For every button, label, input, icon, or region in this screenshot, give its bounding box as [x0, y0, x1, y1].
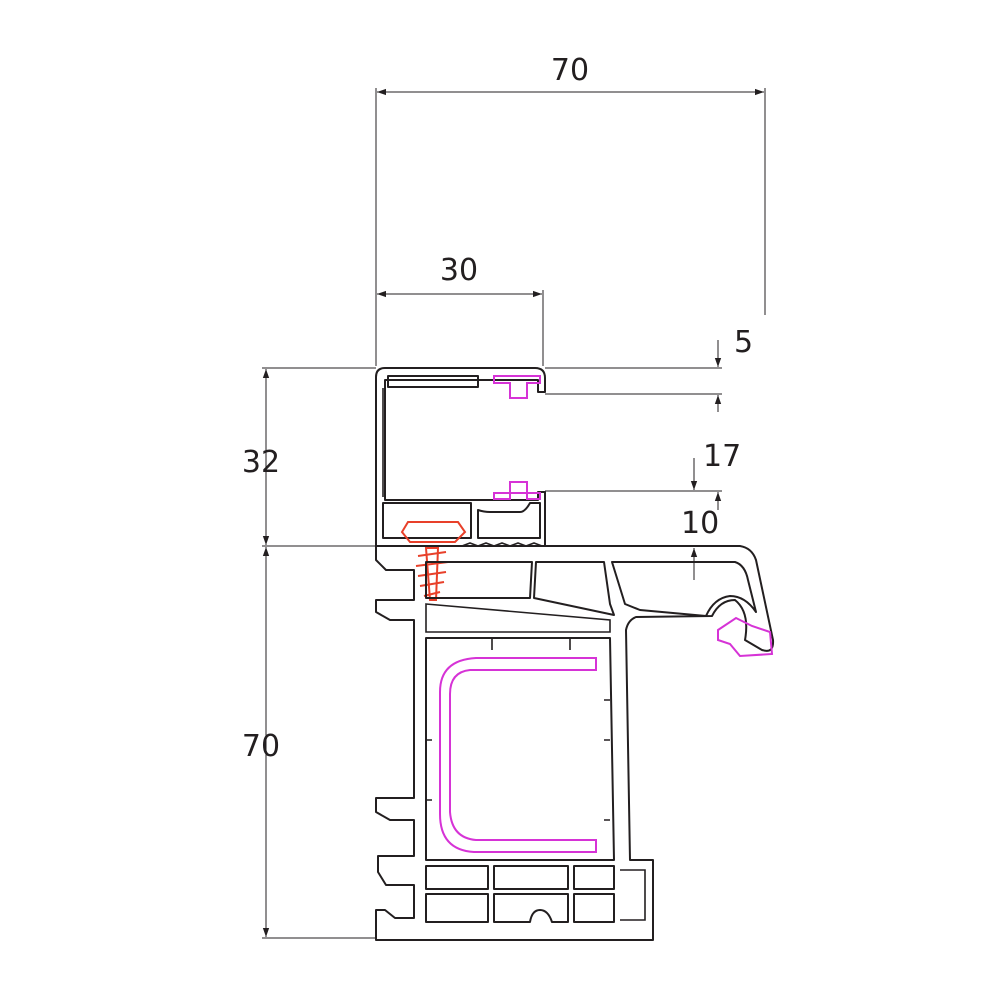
dimension-mid-offset: 17	[545, 439, 741, 510]
dimension-small-offset: 5	[545, 325, 753, 412]
dim-label-small-offset: 5	[734, 325, 753, 360]
dim-label-mid-offset: 17	[703, 439, 741, 474]
dimension-lower-offset: 10	[681, 506, 719, 580]
dimension-frame-height: 70	[242, 547, 376, 939]
dim-label-bead-width: 30	[440, 253, 478, 288]
steel-reinforcement	[439, 657, 597, 853]
dimension-bead-width: 30	[377, 253, 544, 366]
upper-gasket-top	[493, 375, 541, 399]
outer-gasket	[717, 616, 774, 658]
dimension-total-width: 70	[375, 53, 766, 366]
dimension-bead-height: 32	[242, 367, 376, 547]
dim-label-bead-height: 32	[242, 445, 280, 480]
dim-label-frame-height: 70	[242, 729, 280, 764]
dim-label-total-width: 70	[551, 53, 589, 88]
dim-label-lower-offset: 10	[681, 506, 719, 541]
upper-gasket-bottom	[493, 481, 541, 500]
glazing-bead-profile	[375, 367, 546, 547]
main-frame-profile	[375, 545, 775, 941]
